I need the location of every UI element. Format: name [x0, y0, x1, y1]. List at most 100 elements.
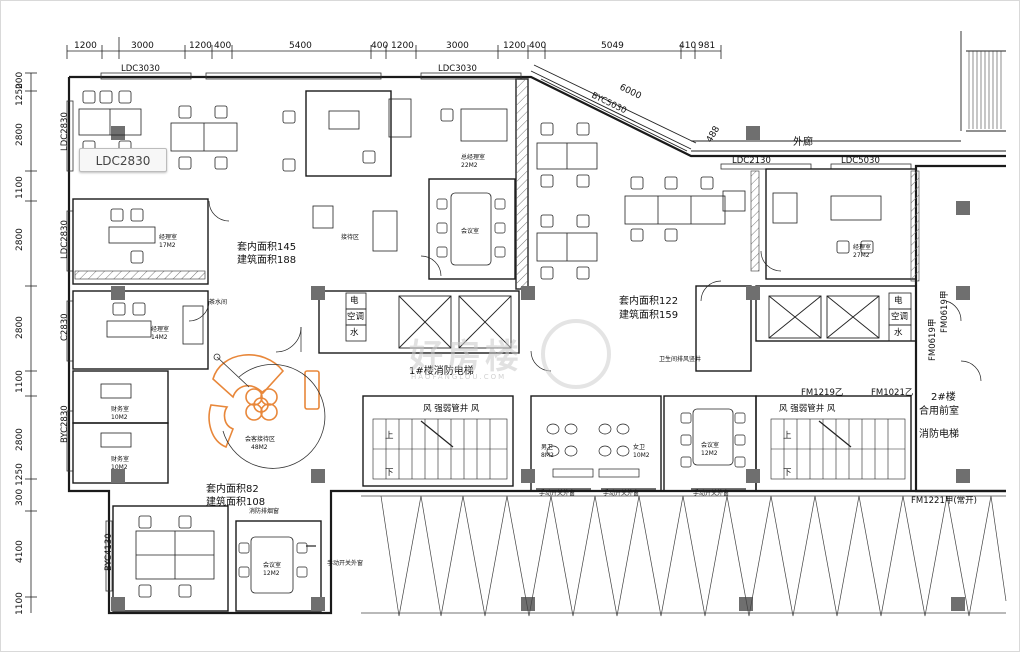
window-strips	[66, 72, 912, 592]
label-down2: 下	[783, 468, 792, 478]
label-elec2: 电	[894, 295, 903, 306]
label-elevator2-b: 合用前室	[919, 404, 959, 417]
diagonal-window	[530, 64, 697, 152]
code-ldc2130: LDC2130	[732, 156, 771, 166]
selected-element-badge[interactable]: LDC2830	[79, 148, 167, 172]
label-area82-b: 建筑面积108	[206, 495, 265, 508]
label-area145-a: 套内面积145	[237, 240, 296, 253]
dim-left-4: 1100	[15, 176, 25, 199]
hatched-walls	[74, 78, 920, 290]
label-meeting2: 会议室	[263, 561, 281, 569]
label-meeting3: 会议室	[701, 441, 719, 449]
label-pipe1: 卫生间排风竖井	[659, 355, 701, 363]
workstation-clusters	[78, 108, 726, 580]
dim-left-5: 2800	[15, 228, 25, 251]
label-outer-corridor: 外廊	[793, 135, 813, 148]
label-toilet-f: 女卫	[633, 443, 645, 451]
column	[746, 286, 760, 300]
column	[311, 597, 325, 611]
label-hint: 消防排烟窗	[249, 507, 279, 515]
label-shaft1: 风 强弱管井 风	[423, 403, 480, 414]
column	[956, 286, 970, 300]
label-finance1: 财务室	[111, 405, 129, 413]
label-up1: 上	[385, 431, 394, 441]
label-meeting2-area: 12M2	[263, 570, 280, 577]
dim-top-10: 400	[529, 41, 546, 51]
dim-top-7: 1200	[391, 41, 414, 51]
column	[746, 469, 760, 483]
column	[111, 469, 125, 483]
meeting-chairs	[238, 198, 746, 578]
code-fm1219: FM1219乙	[801, 388, 843, 398]
office-desks	[100, 98, 882, 448]
dim-left-8: 2800	[15, 428, 25, 451]
label-meeting3-area: 12M2	[701, 450, 718, 457]
dimension-ticks-top	[66, 37, 722, 59]
code-ldc3030-b: LDC3030	[438, 64, 477, 74]
label-water2: 水	[894, 327, 903, 338]
label-elevator1: 1#楼消防电梯	[409, 364, 474, 377]
code-ldc2830-side2: LDC2830	[60, 220, 70, 259]
dim-top-12: 5049	[601, 41, 624, 51]
label-mgr4: 经理室	[853, 243, 871, 251]
label-toilet-m-area: 8M2	[541, 452, 554, 459]
utility-rooms	[345, 292, 912, 342]
label-mgr2-area: 14M2	[151, 334, 168, 341]
label-elevator2-c: 消防电梯	[919, 427, 959, 440]
code-fm0619b: FM0619甲	[928, 319, 938, 361]
label-area122-a: 套内面积122	[619, 294, 678, 307]
column	[956, 201, 970, 215]
stair-2	[770, 418, 906, 480]
label-finance1-area: 10M2	[111, 414, 128, 421]
dim-left-1: 200	[15, 72, 25, 89]
label-water1: 水	[350, 327, 359, 338]
label-down1: 下	[385, 468, 394, 478]
meeting-tables	[250, 192, 734, 594]
label-area145-b: 建筑面积188	[237, 253, 296, 266]
room-labels: 外廊 套内面积145 建筑面积188 套内面积122 建筑面积159 套内面积8…	[111, 135, 959, 577]
dimension-lines	[30, 50, 721, 613]
elevator-shafts	[398, 295, 880, 349]
dim-left-2: 1250	[15, 83, 25, 106]
label-finance2: 财务室	[111, 455, 129, 463]
label-up2: 上	[783, 431, 792, 441]
structural-columns	[111, 126, 970, 611]
dim-top-3: 1200	[189, 41, 212, 51]
label-mgr3: 总经理室	[461, 153, 485, 161]
label-mgr2: 经理室	[151, 325, 169, 333]
label-reception-area: 48M2	[251, 444, 268, 451]
dim-top-6: 400	[371, 41, 388, 51]
dim-left-11: 4100	[15, 540, 25, 563]
dim-top-5: 5400	[289, 41, 312, 51]
window-markers	[306, 488, 746, 547]
label-toilet-m: 男卫	[541, 444, 553, 451]
label-pipe3: 手动开关外窗	[603, 489, 639, 497]
stair-external	[968, 51, 1002, 129]
column	[746, 126, 760, 140]
label-air2: 空调	[891, 311, 908, 322]
dim-diag-6000: 6000	[618, 83, 643, 102]
dim-top-2: 3000	[131, 41, 154, 51]
code-ldc5030: LDC5030	[841, 156, 880, 166]
label-pipe5: 手动开关外窗	[327, 559, 363, 567]
label-toilet-f-area: 10M2	[633, 452, 650, 459]
label-pipe4: 手动开关外窗	[693, 489, 729, 497]
stair-1	[372, 418, 508, 480]
column	[311, 286, 325, 300]
code-fm0619: FM0619甲	[940, 291, 950, 333]
label-mgr1-area: 17M2	[159, 242, 176, 249]
dimension-text-top: 1200 3000 1200 400 5400 400 1200 3000 12…	[74, 41, 715, 51]
column	[956, 469, 970, 483]
reception-circle	[213, 353, 326, 469]
dimension-text-left: 200 1250 2800 1100 2800 2800 1100 2800 1…	[15, 72, 25, 615]
label-finance2-area: 10M2	[111, 464, 128, 471]
column	[111, 597, 125, 611]
outer-corridor-lines	[691, 31, 1006, 152]
label-shaft2: 风 强弱管井 风	[779, 403, 836, 414]
label-pipe2: 手动开关外窗	[539, 489, 575, 497]
dim-top-14: 981	[698, 41, 715, 51]
label-elec1: 电	[350, 295, 359, 306]
label-mgr1: 经理室	[159, 233, 177, 241]
